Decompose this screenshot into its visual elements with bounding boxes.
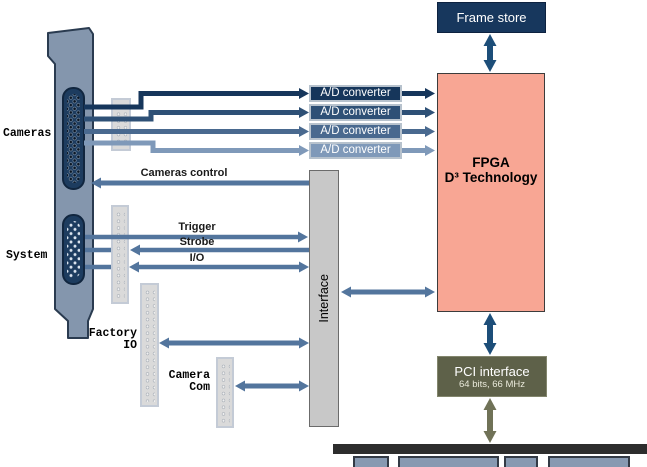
system-connector (62, 214, 85, 285)
ad-converter-block-2: A/D converter (309, 104, 402, 121)
strobe-arrow (85, 244, 309, 256)
pci-interface-block: PCI interface 64 bits, 66 MHz (437, 356, 547, 397)
pci-bus-bar (333, 444, 647, 454)
cameras-control-arrow (91, 177, 309, 189)
fpga-pci-arrow (483, 313, 497, 355)
interface-label: Interface (317, 274, 331, 323)
camera-com-arrow (235, 380, 309, 392)
ad-converter-block-4: A/D converter (309, 142, 402, 159)
camera-wire-4 (84, 140, 309, 156)
pci-slot-segment (504, 456, 538, 467)
ad1-to-fpga-arrow (402, 88, 435, 99)
ad-converter-label: A/D converter (320, 106, 391, 118)
pci-bus-arrow (483, 398, 497, 443)
pci-label-line2: 64 bits, 66 MHz (459, 378, 525, 390)
fpga-label-line2: D³ Technology (444, 170, 538, 185)
cameras-pin-header (111, 98, 131, 151)
interface-block: Interface (309, 170, 339, 427)
interface-fpga-arrow (341, 286, 435, 298)
pci-slot-segment (353, 456, 389, 467)
ad-converter-label: A/D converter (320, 87, 391, 99)
frame-store-block: Frame store (437, 2, 546, 33)
ad4-to-fpga-arrow (402, 145, 435, 156)
frame-store-label: Frame store (456, 10, 527, 25)
system-label: System (6, 249, 48, 262)
ad3-to-fpga-arrow (402, 126, 435, 137)
pci-label-line1: PCI interface (454, 363, 530, 379)
fpga-label-line1: FPGA (472, 155, 510, 170)
trigger-label: Trigger (178, 221, 216, 233)
fpga-block: FPGA D³ Technology (437, 73, 545, 312)
pci-slot-segment (398, 456, 499, 467)
strobe-label: Strobe (179, 236, 215, 248)
trigger-arrow (85, 231, 308, 243)
ad-converter-block-1: A/D converter (309, 85, 402, 102)
camera-wire-3 (84, 126, 309, 137)
factory-io-pin-header (140, 283, 159, 407)
factory-io-label: Factory IO (88, 327, 137, 352)
ad-converter-label: A/D converter (320, 125, 391, 137)
camera-com-pin-header (216, 357, 234, 428)
io-arrow (85, 261, 309, 273)
ad-converter-label: A/D converter (320, 144, 391, 156)
framestore-fpga-arrow (483, 34, 497, 72)
camera-com-label: Camera Com (168, 369, 210, 394)
system-pin-header (111, 205, 129, 304)
camera-wire-1 (84, 88, 309, 110)
ad-converter-block-3: A/D converter (309, 123, 402, 140)
factory-io-arrow (159, 337, 309, 349)
pci-slot-segment (548, 456, 630, 467)
cameras-connector (62, 87, 85, 190)
cameras-control-label: Cameras control (140, 167, 228, 179)
ad2-to-fpga-arrow (402, 107, 435, 118)
cameras-label: Cameras (3, 127, 52, 140)
io-label: I/O (189, 252, 205, 264)
camera-wire-2 (84, 107, 309, 122)
